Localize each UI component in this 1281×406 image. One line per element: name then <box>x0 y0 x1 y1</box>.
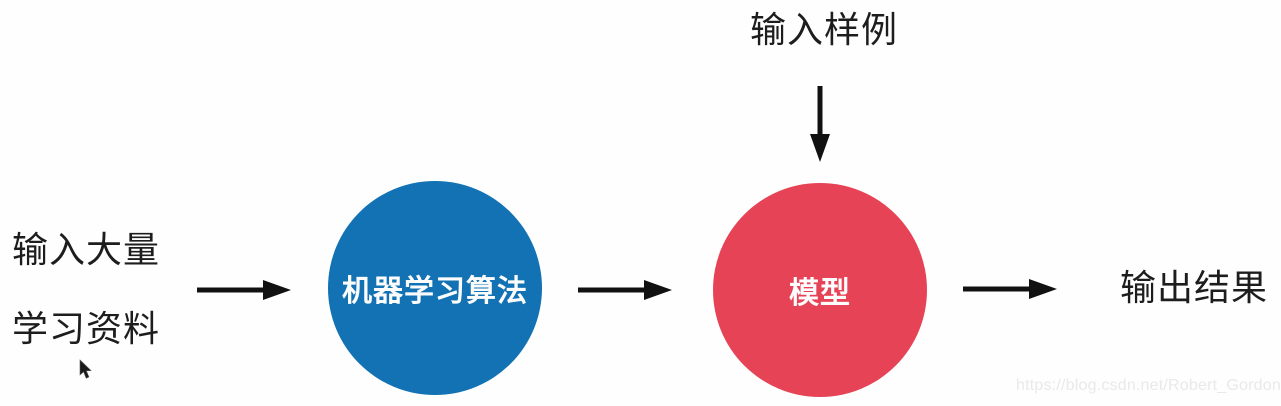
model-node: 模型 <box>713 183 927 397</box>
model-node-label: 模型 <box>789 277 851 310</box>
arrow-right-icon <box>578 280 672 300</box>
algorithm-node-label: 机器学习算法 <box>342 275 528 308</box>
arrow-down-icon <box>810 86 830 162</box>
algorithm-node: 机器学习算法 <box>328 181 542 395</box>
input-data-label: 输入大量 学习资料 <box>12 231 160 348</box>
cursor-icon <box>79 359 92 379</box>
sample-input-label: 输入样例 <box>750 9 899 50</box>
arrow-right-icon <box>963 279 1057 299</box>
watermark: https://blog.csdn.net/Robert_Gordon <box>1016 377 1281 394</box>
input-data-label-line1: 输入大量 <box>12 229 161 270</box>
input-data-label-line2: 学习资料 <box>12 307 161 349</box>
arrow-right-icon <box>197 280 291 300</box>
output-result-label: 输出结果 <box>1120 267 1269 308</box>
